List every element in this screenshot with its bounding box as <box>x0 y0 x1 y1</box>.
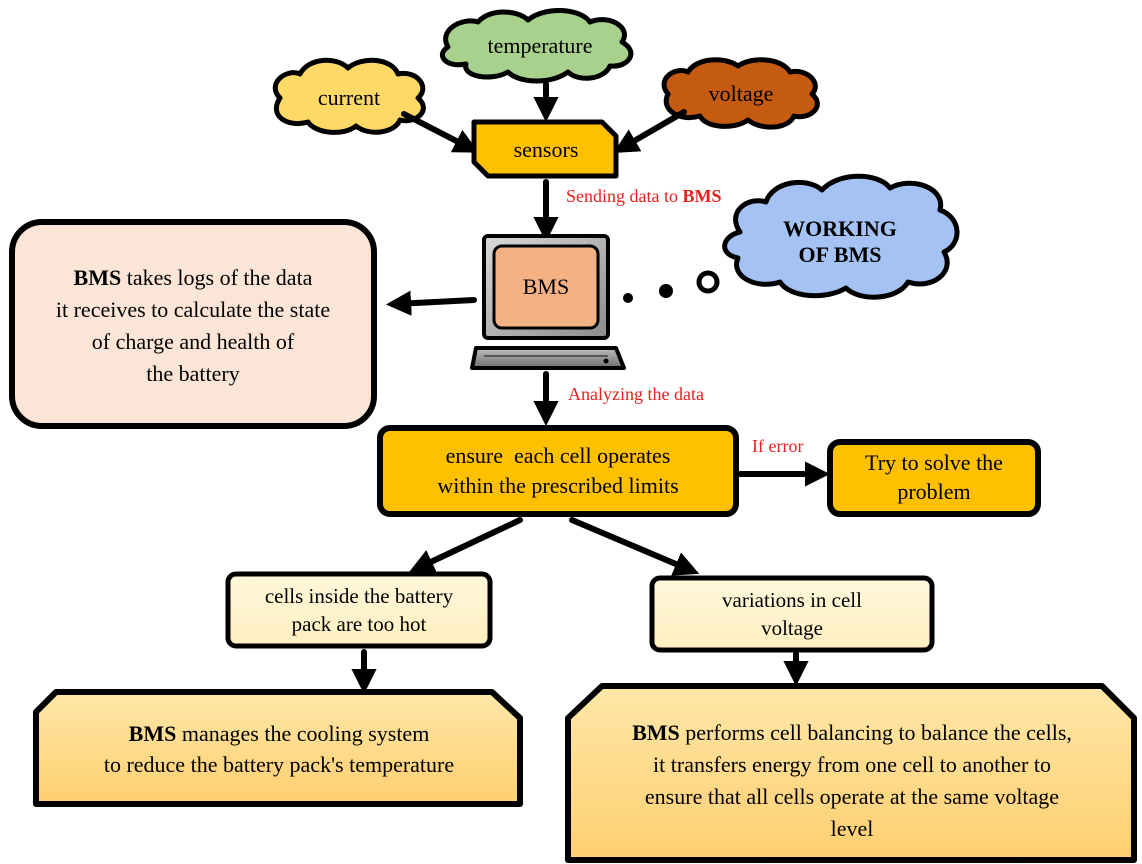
arrow-current-to-sensors <box>401 111 479 153</box>
hot-line-2: pack are too hot <box>291 612 427 636</box>
logs-box <box>9 219 377 429</box>
edge-sending-bold: BMS <box>682 186 722 206</box>
arrow-voltage-to-sensors <box>613 109 687 154</box>
balancing-line-2: it transfers energy from one cell to ano… <box>653 752 1051 778</box>
edge-label-if-error: If error <box>752 436 804 456</box>
temperature-cloud <box>440 7 634 84</box>
thought-dot-medium <box>659 284 673 298</box>
logs-bold: BMS <box>73 265 122 291</box>
hot-box-text: cells inside the battery pack are too ho… <box>232 576 486 644</box>
computer-icon <box>470 234 626 370</box>
balancing-line-1: BMS performs cell balancing to balance t… <box>632 717 1072 749</box>
ensure-line-2: within the prescribed limits <box>437 473 679 498</box>
solve-line-1: Try to solve the <box>865 450 1003 476</box>
balancing-box-text: BMS performs cell balancing to balance t… <box>578 708 1126 854</box>
balancing-line-4: level <box>830 815 874 841</box>
hot-line-1: cells inside the battery <box>264 583 454 608</box>
hot-box <box>225 571 493 649</box>
logs-line-1: BMS takes logs of the data <box>74 262 313 294</box>
logs-line-2: it receives to calculate the state <box>55 297 331 323</box>
logs-box-text: BMS takes logs of the data it receives t… <box>22 238 364 414</box>
solve-box <box>827 439 1041 517</box>
voltage-cloud <box>661 57 820 130</box>
edge-label-sending: Sending data to BMS <box>566 186 722 207</box>
cooling-line-2: to reduce the battery pack's temperature <box>103 752 455 777</box>
temperature-cloud-label: temperature <box>487 32 593 58</box>
edge-label-analyzing: Analyzing the data <box>568 384 704 404</box>
computer-screen-label: BMS <box>522 273 570 299</box>
cooling-box <box>33 689 523 807</box>
current-cloud-label: current <box>317 84 381 110</box>
current-cloud <box>272 57 426 135</box>
logs-line-3: of charge and health of <box>91 329 295 354</box>
voltage-cloud-label: voltage <box>708 80 774 106</box>
ensure-line-1: ensure each cell operates <box>445 443 671 469</box>
balancing-box <box>565 683 1137 863</box>
variation-box <box>649 575 935 653</box>
arrow-ensure-to-variation <box>569 517 700 576</box>
thought-bubble-large <box>696 270 720 294</box>
solve-box-text: Try to solve the problem <box>834 446 1034 510</box>
arrow-ensure-to-hot <box>408 517 523 573</box>
logs-line-1-text: takes logs of the data <box>121 265 313 291</box>
balancing-line-3: ensure that all cells operate at the sam… <box>644 784 1060 809</box>
solve-line-2: problem <box>897 479 971 504</box>
working-of-bms-label: WORKING OF BMS <box>760 206 920 278</box>
cooling-box-text: BMS manages the cooling system to reduce… <box>46 706 512 794</box>
edge-sending-text: Sending data to <box>566 186 683 206</box>
logs-line-4: the battery <box>146 360 240 386</box>
variation-box-text: variations in cell voltage <box>656 580 928 648</box>
cooling-line-1-text: manages the cooling system <box>176 721 430 747</box>
working-line-2: OF BMS <box>798 242 882 267</box>
thought-dot-small <box>623 293 633 303</box>
sensors-box <box>471 119 619 179</box>
ensure-box <box>377 425 739 517</box>
working-line-1: WORKING <box>783 215 897 241</box>
cooling-line-1: BMS manages the cooling system <box>129 719 430 750</box>
variation-line-1: variations in cell <box>722 587 862 612</box>
variation-line-2: voltage <box>761 616 823 640</box>
cooling-bold: BMS <box>128 721 177 747</box>
working-of-bms-cloud <box>722 173 960 300</box>
arrow-bms-to-logs <box>385 290 477 316</box>
ensure-box-text: ensure each cell operates within the pre… <box>384 432 732 510</box>
balancing-line-1-text: performs cell balancing to balance the c… <box>679 720 1072 746</box>
sensors-label: sensors <box>513 136 579 162</box>
balancing-bold: BMS <box>632 720 680 746</box>
